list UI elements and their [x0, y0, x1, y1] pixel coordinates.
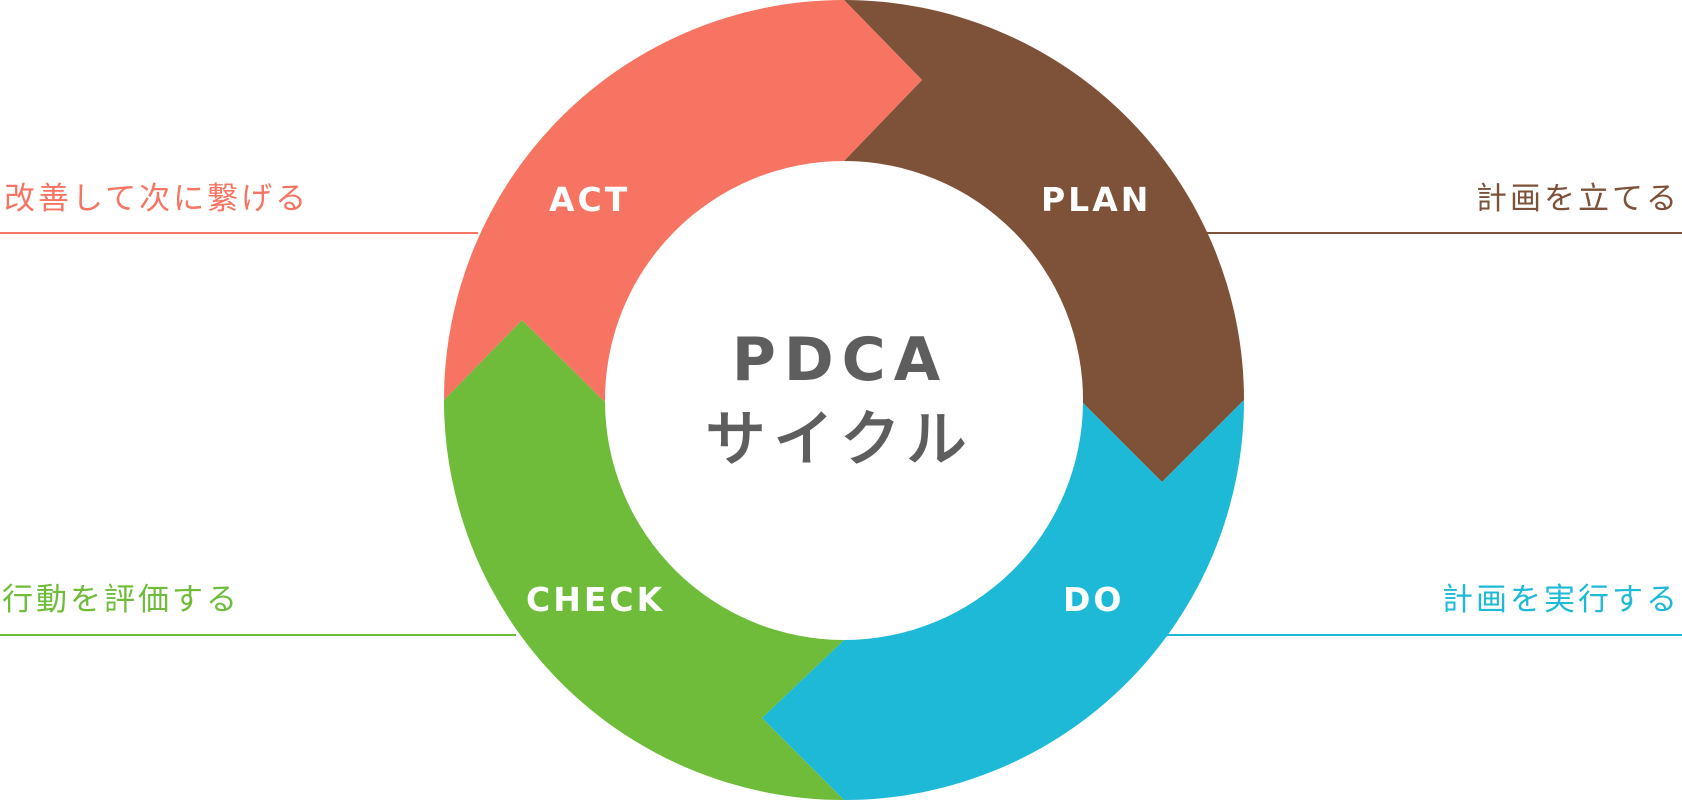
- plan-segment: [844, 0, 1244, 482]
- act-segment: [444, 0, 922, 402]
- center-title-line2: サイクル: [705, 405, 975, 475]
- do-segment: [762, 400, 1244, 800]
- plan-label: PLAN: [1041, 180, 1152, 219]
- check-label: CHECK: [526, 580, 666, 619]
- do-description: 計画を実行する: [1442, 582, 1680, 618]
- act-description: 改善して次に繋げる: [4, 181, 310, 217]
- plan-description: 計画を立てる: [1476, 181, 1680, 217]
- act-label: ACT: [549, 180, 631, 219]
- do-label: DO: [1063, 580, 1125, 619]
- check-description: 行動を評価する: [2, 582, 240, 618]
- check-segment: [444, 320, 844, 800]
- center-title-line1: PDCA: [731, 325, 949, 395]
